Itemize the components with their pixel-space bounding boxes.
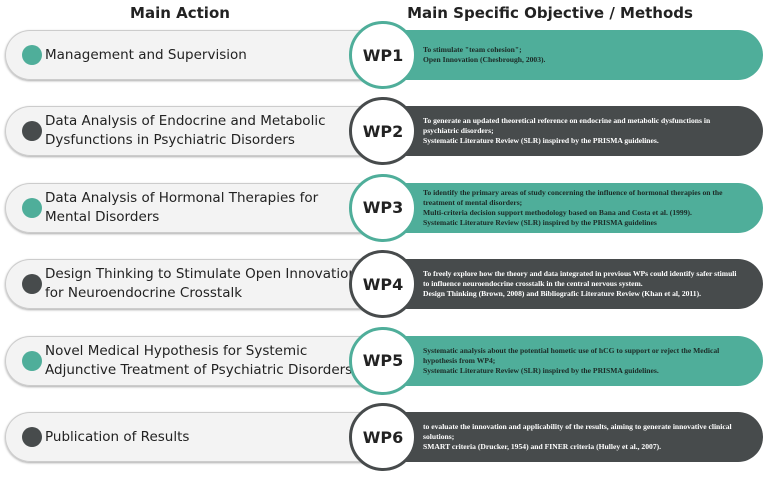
- wp-badge: WP1: [349, 21, 417, 89]
- action-pill: Data Analysis of Endocrine and Metabolic…: [5, 106, 385, 157]
- objective-line: Systematic analysis about the potential …: [423, 345, 720, 365]
- bullet-dot-icon: [22, 350, 42, 371]
- objective-line: To identify the primary areas of study c…: [423, 187, 723, 207]
- action-pill: Management and Supervision: [5, 30, 385, 80]
- objective-pill: to evaluate the innovation and applicabi…: [383, 412, 763, 462]
- work-package-row: to evaluate the innovation and applicabi…: [0, 402, 767, 472]
- objective-line: To stimulate "team cohesion";: [423, 45, 522, 54]
- objective-pill: To stimulate "team cohesion";Open Innova…: [383, 30, 763, 80]
- objective-line: Systematic Literature Review (SLR) inspi…: [423, 365, 659, 375]
- action-pill: Novel Medical Hypothesis for Systemic Ad…: [5, 335, 385, 386]
- objective-text: To identify the primary areas of study c…: [423, 188, 743, 228]
- work-package-row: To generate an updated theoretical refer…: [0, 96, 767, 166]
- objective-text: to evaluate the innovation and applicabi…: [423, 422, 743, 452]
- objective-line: To freely explore how the theory and dat…: [423, 269, 737, 289]
- bullet-dot-icon: [22, 197, 42, 218]
- objective-text: To generate an updated theoretical refer…: [423, 116, 743, 146]
- objective-line: To generate an updated theoretical refer…: [423, 116, 711, 136]
- objective-line: to evaluate the innovation and applicabi…: [423, 422, 732, 441]
- objective-text: Systematic analysis about the potential …: [423, 346, 743, 376]
- bullet-dot-icon: [22, 427, 42, 447]
- objective-line: Multi-criteria decision support methodol…: [423, 207, 692, 217]
- action-label: Novel Medical Hypothesis for Systemic Ad…: [45, 342, 353, 378]
- objective-line: Systematic Literature Review (SLR) inspi…: [423, 136, 659, 146]
- action-pill: Design Thinking to Stimulate Open Innova…: [5, 259, 385, 310]
- objective-pill: To generate an updated theoretical refer…: [383, 106, 763, 157]
- objective-text: To freely explore how the theory and dat…: [423, 269, 743, 299]
- action-pill: Data Analysis of Hormonal Therapies for …: [5, 182, 385, 233]
- bullet-dot-icon: [22, 45, 42, 65]
- action-pill: Publication of Results: [5, 412, 385, 462]
- wp-badge: WP5: [349, 326, 417, 395]
- action-label: Design Thinking to Stimulate Open Innova…: [45, 266, 357, 302]
- action-label: Management and Supervision: [45, 46, 247, 63]
- bullet-dot-icon: [22, 121, 42, 142]
- objective-text: To stimulate "team cohesion";Open Innova…: [423, 45, 743, 65]
- work-package-row: Systematic analysis about the potential …: [0, 326, 767, 396]
- work-package-row: To stimulate "team cohesion";Open Innova…: [0, 20, 767, 90]
- work-package-row: To freely explore how the theory and dat…: [0, 249, 767, 319]
- objective-pill: To identify the primary areas of study c…: [383, 182, 763, 233]
- bullet-dot-icon: [22, 274, 42, 295]
- objective-line: SMART criteria (Drucker, 1954) and FINER…: [423, 442, 662, 451]
- wp-badge: WP6: [349, 403, 417, 471]
- objective-line: Design Thinking (Brown, 2008) and Biblio…: [423, 289, 702, 299]
- action-label: Data Analysis of Hormonal Therapies for …: [45, 189, 319, 225]
- objective-line: Open Innovation (Chesbrough, 2003).: [423, 55, 546, 64]
- action-label: Publication of Results: [45, 428, 190, 445]
- objective-pill: To freely explore how the theory and dat…: [383, 259, 763, 310]
- objective-pill: Systematic analysis about the potential …: [383, 335, 763, 386]
- wp-badge: WP3: [349, 173, 417, 242]
- wp-badge: WP2: [349, 97, 417, 166]
- action-label: Data Analysis of Endocrine and Metabolic…: [45, 113, 326, 149]
- wp-badge: WP4: [349, 250, 417, 319]
- header-objectives-methods: Main Specific Objective / Methods: [407, 4, 693, 22]
- header-main-action: Main Action: [130, 4, 230, 22]
- objective-line: Systematic Literature Review (SLR) inspi…: [423, 217, 657, 227]
- work-package-row: To identify the primary areas of study c…: [0, 173, 767, 243]
